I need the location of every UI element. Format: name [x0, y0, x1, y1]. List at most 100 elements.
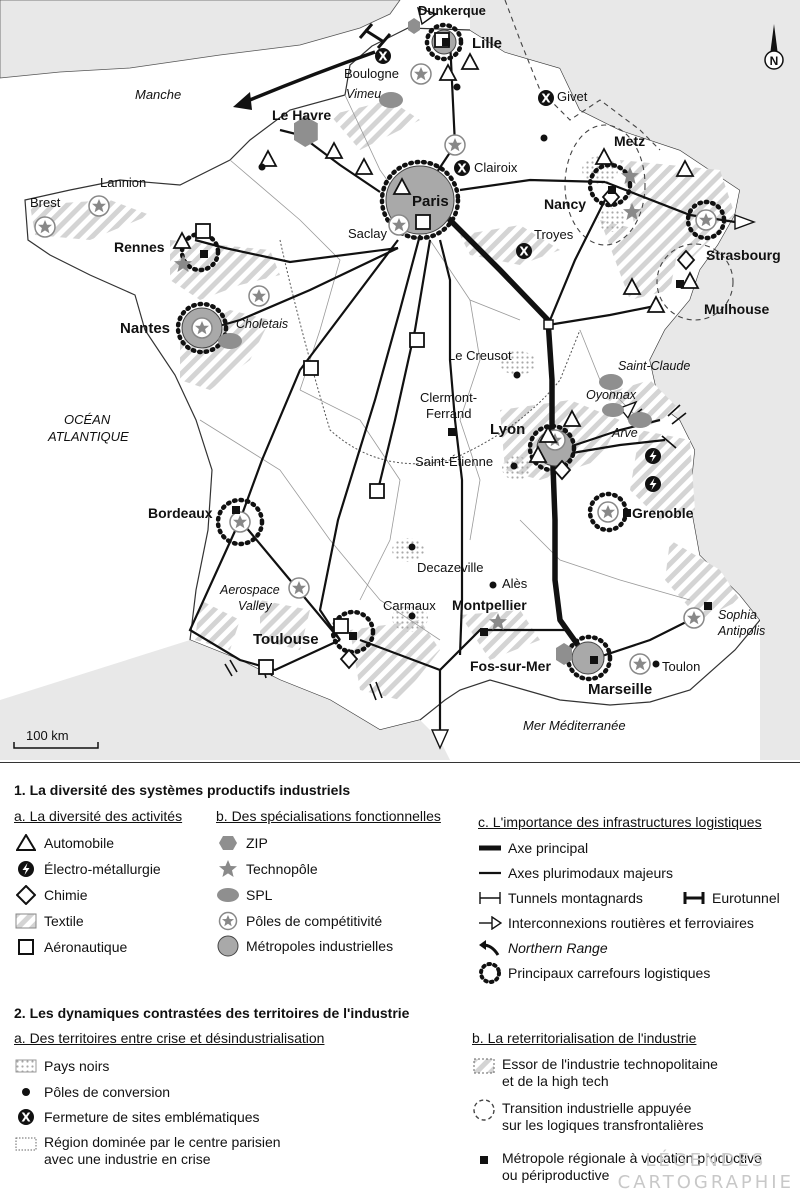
label-toulon: Toulon	[662, 659, 700, 674]
legend-axes-plurimodaux: Axes plurimodaux majeurs	[478, 863, 673, 883]
watermark-logo: LÉGENDES CARTOGRAPHIE	[618, 1150, 794, 1194]
legend-eurotunnel: Eurotunnel	[682, 888, 780, 908]
legend-label: Chimie	[44, 887, 88, 903]
label-montpellier: Montpellier	[452, 597, 527, 613]
legend-label: Technopôle	[246, 861, 318, 877]
label-lyon: Lyon	[490, 421, 525, 438]
label-dunkerque: Dunkerque	[418, 3, 486, 18]
legend-label: Axes plurimodaux majeurs	[508, 865, 673, 881]
watermark-line: CARTOGRAPHIE	[617, 1172, 794, 1193]
label-grenoble: Grenoble	[632, 505, 694, 521]
legend-label: ZIP	[246, 835, 268, 851]
legend-spl: SPL	[216, 885, 272, 905]
label-lille: Lille	[472, 35, 502, 52]
france-industry-map: X	[0, 0, 800, 760]
scale-label: 100 km	[26, 728, 69, 743]
legend-poles: Pôles de compétitivité	[216, 911, 382, 931]
label-saclay: Saclay	[348, 226, 388, 241]
sea-ocean-1: OCÉAN	[64, 412, 111, 427]
label-troyes: Troyes	[534, 227, 574, 242]
legend-metropoles: Métropoles industrielles	[216, 935, 394, 957]
bolt-icon	[14, 859, 38, 879]
label-nancy: Nancy	[544, 196, 586, 212]
dotted-rect-icon	[14, 1056, 38, 1076]
legend-label: Pays noirs	[44, 1058, 110, 1074]
label-marseille: Marseille	[588, 681, 652, 698]
gray-circle-icon	[216, 935, 240, 957]
north-arrow: N	[764, 24, 784, 70]
region-boundaries	[199, 94, 691, 641]
legend-label: Textile	[44, 913, 84, 929]
legend-2a-title: a. Des territoires entre crise et désind…	[14, 1030, 325, 1046]
eurotunnel	[358, 23, 392, 49]
legend-label: Pôles de compétitivité	[246, 913, 383, 929]
legend-fermeture: X Fermeture de sites emblématiques	[14, 1107, 260, 1127]
label-decazeville: Decazeville	[417, 560, 483, 575]
legend-label: Northern Range	[508, 940, 608, 956]
legend-axe-principal: Axe principal	[478, 838, 588, 858]
label-aerospace-2: Valley	[238, 599, 272, 613]
legend-northern-range: Northern Range	[478, 938, 608, 958]
watermark-line: LÉGENDES	[645, 1150, 767, 1171]
label-metz: Metz	[614, 133, 645, 149]
black-square-icon	[472, 1150, 496, 1170]
scale-bar: 100 km	[13, 728, 99, 749]
label-clermont-2: Ferrand	[426, 406, 472, 421]
hatch-icon	[14, 911, 38, 931]
legend-label: SPL	[246, 887, 273, 903]
star-icon	[216, 859, 240, 879]
label-choletais: Choletais	[236, 317, 288, 331]
label-le-creusot: Le Creusot	[448, 348, 512, 363]
legend-textile: Textile	[14, 911, 84, 931]
label-vimeu: Vimeu	[346, 87, 381, 101]
legend-label: Tunnels montagnards	[508, 890, 643, 906]
legend-label: Axe principal	[508, 840, 589, 856]
sea-ocean-2: ATLANTIQUE	[47, 429, 129, 444]
label-lannion: Lannion	[100, 175, 146, 190]
legend-pays-noirs: Pays noirs	[14, 1056, 109, 1076]
legend-2b-title: b. La reterritorialisation de l'industri…	[472, 1030, 697, 1046]
legend-label: ou périproductive	[502, 1167, 610, 1183]
legend-chimie: Chimie	[14, 885, 88, 905]
label-nantes: Nantes	[120, 320, 170, 337]
legend-label: Transition industrielle appuyée	[502, 1100, 692, 1116]
dot-icon	[14, 1082, 38, 1102]
northern-range-arrow	[233, 50, 376, 110]
axis-node	[543, 319, 554, 330]
legend-label: Essor de l'industrie technopolitaine	[502, 1056, 718, 1072]
ellipse-icon	[216, 885, 240, 905]
label-saint-claude: Saint-Claude	[618, 359, 690, 373]
open-arrow-icon	[478, 913, 502, 933]
legend-label: et de la high tech	[502, 1073, 609, 1089]
line-icon	[478, 863, 502, 883]
legend-label: Région dominée par le centre parisien	[44, 1134, 281, 1150]
label-clairoix: Clairoix	[474, 160, 518, 175]
legend-label: sur les logiques transfrontalières	[502, 1117, 704, 1133]
logistic-hubs	[175, 22, 727, 682]
dashed-circle-icon	[472, 1099, 496, 1121]
star-circle-icon	[216, 911, 240, 931]
label-saint-etienne: Saint-Étienne	[415, 454, 493, 469]
legend-1c-title: c. L'importance des infrastructures logi…	[478, 814, 762, 830]
legend-1b-title: b. Des spécialisations fonctionnelles	[216, 808, 441, 824]
city-labels: Dunkerque Lille Boulogne Vimeu Givet Le …	[30, 3, 781, 698]
label-aerospace-1: Aerospace	[219, 583, 280, 597]
legend-interconnexions: Interconnexions routières et ferroviaire…	[478, 913, 754, 933]
legend-label: Fermeture de sites emblématiques	[44, 1109, 260, 1125]
label-boulogne: Boulogne	[344, 66, 399, 81]
legend-zip: ZIP	[216, 833, 268, 853]
legend-label: Métropoles industrielles	[246, 938, 394, 954]
legend-label: Principaux carrefours logistiques	[508, 965, 711, 981]
legend-divider-top	[0, 762, 800, 763]
label-ales: Alès	[502, 576, 528, 591]
label-clermont-1: Clermont-	[420, 390, 477, 405]
sea-manche: Manche	[135, 87, 181, 102]
legend-aeronautique: Aéronautique	[14, 937, 127, 957]
x-circle-icon: X	[14, 1107, 38, 1127]
label-fos: Fos-sur-Mer	[470, 658, 551, 674]
thick-line-icon	[478, 838, 502, 858]
legend-1a-title: a. La diversité des activités	[14, 808, 183, 824]
legend-section-1-title: 1. La diversité des systèmes productifs …	[14, 782, 351, 798]
